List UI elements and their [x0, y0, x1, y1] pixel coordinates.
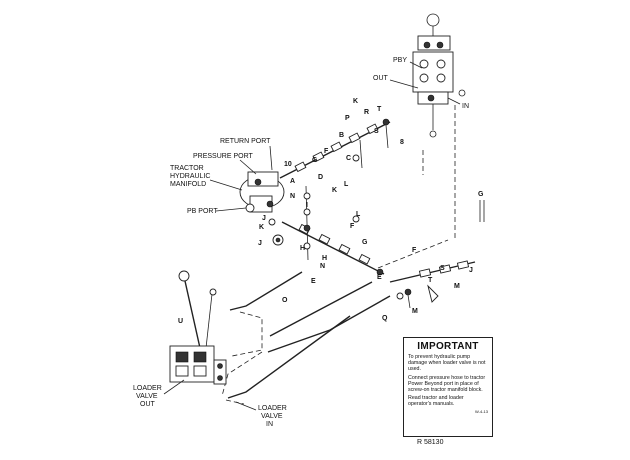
loader-valve-in-label-2: VALVE — [261, 413, 283, 420]
callout-a: A — [290, 178, 295, 185]
callout-t-2: T — [428, 277, 433, 284]
pressure-port-label: PRESSURE PORT — [193, 153, 253, 160]
callout-n: N — [290, 193, 295, 200]
pb-port-label: PB PORT — [187, 208, 218, 215]
callout-q: Q — [382, 315, 388, 322]
callout-e-2: E — [377, 274, 382, 281]
callout-f-3: F — [412, 247, 417, 254]
important-line-1: To prevent hydraulic pump damage when lo… — [408, 354, 486, 373]
in-label: IN — [462, 103, 469, 110]
loader-valve-in-label-3: IN — [266, 421, 273, 428]
pby-label: PBY — [393, 57, 407, 64]
important-notice-box: IMPORTANT To prevent hydraulic pump dama… — [403, 337, 493, 437]
callout-n-2: N — [320, 263, 325, 270]
callout-g-3: G — [478, 191, 484, 198]
loader-valve-out-label-1: LOADER — [133, 385, 162, 392]
loader-hoses — [221, 271, 391, 405]
important-line-2: Connect pressure hose to tractor Power B… — [408, 374, 486, 394]
callout-g: G — [312, 157, 318, 164]
callout-f: F — [324, 148, 329, 155]
callout-e: E — [311, 278, 316, 285]
callout-k: K — [353, 98, 358, 105]
callout-j-3: J — [469, 267, 473, 274]
important-title: IMPORTANT — [417, 341, 479, 352]
callout-m: M — [412, 308, 418, 315]
important-figure-code: W-4-13 — [474, 408, 488, 414]
callout-c: C — [346, 155, 351, 162]
callout-k-3: K — [259, 224, 264, 231]
callout-p: P — [345, 115, 350, 122]
tractor-hydraulic-label-2: HYDRAULIC — [170, 173, 210, 180]
return-port-label: RETURN PORT — [220, 138, 271, 145]
callout-s-2: S — [440, 265, 445, 272]
upper-fitting-chain — [279, 118, 391, 179]
callout-h-2: H — [300, 245, 305, 252]
callout-t: T — [377, 106, 382, 113]
loader-control-valve — [169, 270, 227, 385]
callout-d: D — [318, 174, 323, 181]
callout-8: 8 — [400, 139, 404, 146]
callout-l: L — [344, 181, 349, 188]
callout-k-2: K — [332, 187, 337, 194]
callout-m-2: M — [454, 283, 460, 290]
callout-s: S — [374, 128, 379, 135]
callout-f-2: F — [350, 223, 355, 230]
loader-valve-out-label-3: OUT — [140, 401, 156, 408]
important-line-3: Read tractor and loader operator's manua… — [408, 395, 464, 408]
tractor-hydraulic-label-3: MANIFOLD — [170, 181, 206, 188]
callout-b: B — [339, 132, 344, 139]
callout-u: U — [178, 318, 183, 325]
lower-fitting-chain — [268, 185, 385, 276]
power-beyond-valve-block — [412, 13, 466, 138]
callout-h: H — [322, 255, 327, 262]
callout-j-2: J — [258, 240, 262, 247]
out-label: OUT — [373, 75, 389, 82]
loader-valve-in-label-1: LOADER — [258, 405, 287, 412]
right-fitting-group — [389, 200, 485, 309]
figure-reference-number: R 58130 — [417, 439, 444, 446]
callout-j: J — [262, 215, 266, 222]
tractor-hydraulic-manifold — [239, 171, 285, 213]
callout-r: R — [364, 109, 369, 116]
tractor-hydraulic-label-1: TRACTOR — [170, 165, 204, 172]
callout-10: 10 — [284, 161, 292, 168]
callout-g-2: G — [362, 239, 368, 246]
callout-o: O — [282, 297, 288, 304]
callout-i: I — [306, 202, 308, 209]
callout-l-2: L — [356, 211, 361, 218]
loader-valve-out-label-2: VALVE — [136, 393, 158, 400]
